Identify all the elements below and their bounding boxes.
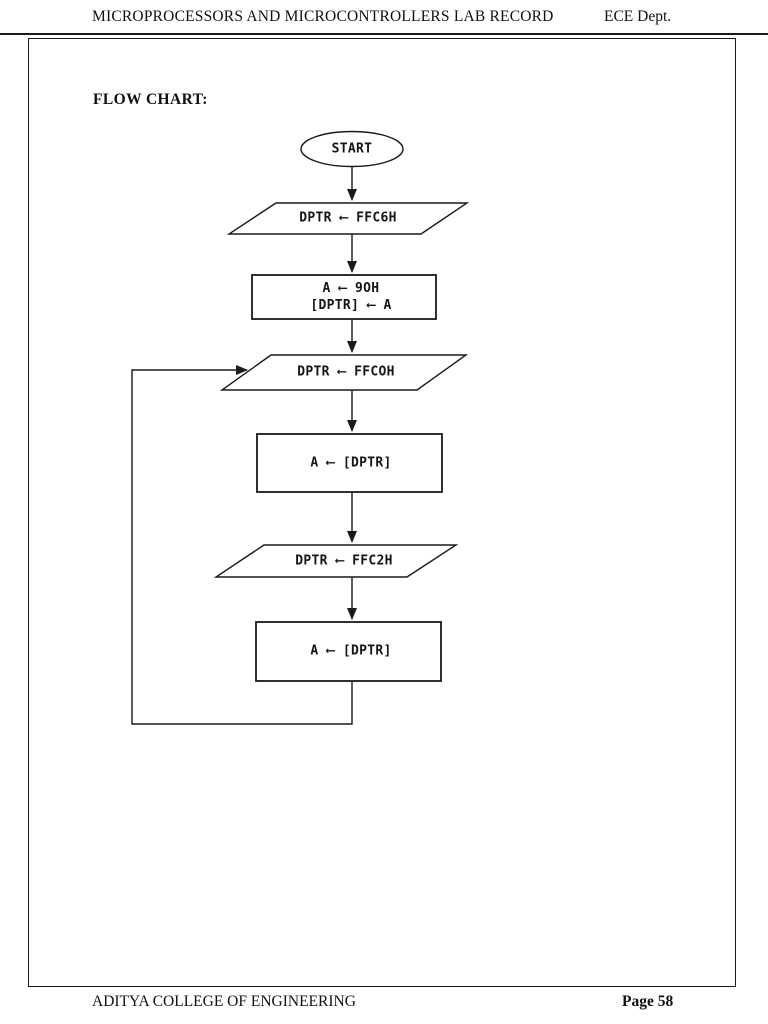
- process3-rect-shape: [255, 621, 442, 682]
- footer-college: ADITYA COLLEGE OF ENGINEERING: [92, 993, 356, 1010]
- process1-line1: A ⟵ 9OH: [322, 281, 380, 296]
- io1-parallelogram-shape: [226, 202, 470, 235]
- loop-back-connector: [131, 365, 353, 725]
- io3-label: DPTR ⟵ FFC2H: [295, 553, 393, 569]
- process1-rect-shape: [251, 274, 437, 320]
- footer-page-number: Page 58: [622, 993, 674, 1010]
- content-border-box: FLOW CHART:: [28, 38, 736, 987]
- process1-line2: [DPTR] ⟵ A: [310, 298, 392, 313]
- process2-rect-shape: [256, 433, 443, 493]
- io2-label: DPTR ⟵ FFCOH: [297, 364, 395, 380]
- process1-label: A ⟵ 9OH [DPTR] ⟵ A: [310, 280, 391, 314]
- process3-label: A ⟵ [DPTR]: [310, 643, 392, 659]
- io3-parallelogram-shape: [213, 544, 459, 578]
- start-label: START: [331, 141, 373, 157]
- start-terminator-shape: [300, 130, 404, 168]
- header-title: MICROPROCESSORS AND MICROCONTROLLERS LAB…: [92, 8, 554, 25]
- header-divider: [0, 33, 768, 35]
- io1-label: DPTR ⟵ FFC6H: [299, 210, 397, 226]
- io2-parallelogram-shape: [219, 354, 469, 391]
- process2-label: A ⟵ [DPTR]: [310, 455, 392, 471]
- header-dept-label: ECE Dept.: [604, 8, 672, 25]
- flowchart-canvas: [131, 130, 470, 725]
- flow-chart-heading: FLOW CHART:: [93, 91, 208, 108]
